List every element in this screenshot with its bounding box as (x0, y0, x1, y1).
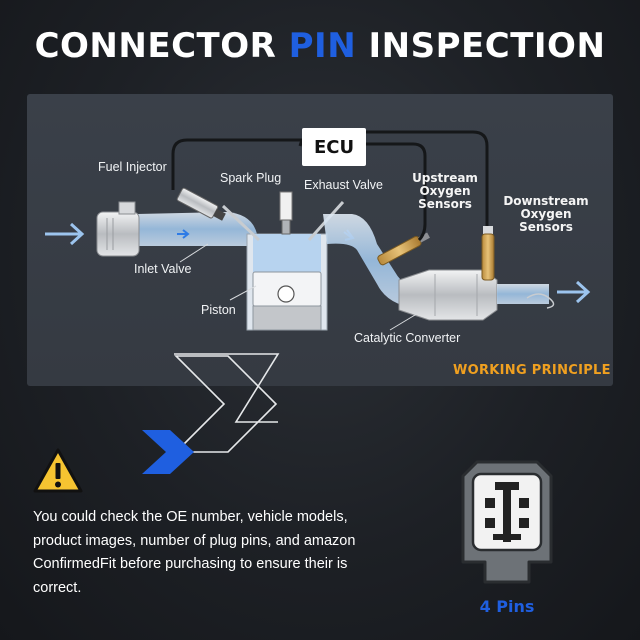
spark-plug (279, 191, 293, 235)
label-catalytic-converter: Catalytic Converter (354, 331, 461, 345)
notice-text: You could check the OE number, vehicle m… (33, 509, 356, 596)
label-downstream-line1: Downstream (503, 194, 589, 208)
catalytic-converter-shape (398, 269, 498, 321)
sensor-wires (171, 130, 489, 242)
engine-diagram (45, 130, 591, 331)
chevron-outline-shape (174, 355, 278, 453)
pin-count-label: 4 Pins (479, 597, 535, 616)
label-downstream-oxygen-sensors: Downstream Oxygen Sensors (494, 195, 598, 234)
label-exhaust-valve: Exhaust Valve (304, 178, 383, 192)
warning-icon (33, 448, 83, 493)
label-inlet-valve: Inlet Valve (134, 262, 192, 276)
title-part1: CONNECTOR (34, 26, 289, 66)
label-fuel-injector: Fuel Injector (98, 160, 167, 174)
title-accent: PIN (288, 26, 357, 66)
connector-plug-icon (461, 460, 553, 584)
working-principle-label: WORKING PRINCIPLE (453, 363, 611, 378)
ecu-box: ECU (302, 128, 366, 166)
downstream-oxygen-sensor (481, 226, 495, 281)
label-upstream-line1: Upstream (412, 171, 478, 185)
label-upstream-line2: Oxygen Sensors (418, 184, 472, 211)
title-part2: INSPECTION (356, 26, 606, 66)
chevron-decoration (142, 353, 280, 474)
airflow-out-arrow (557, 280, 591, 304)
fuel-injector (176, 187, 226, 221)
label-upstream-oxygen-sensors: Upstream Oxygen Sensors (393, 172, 497, 211)
airflow-in-arrow (45, 222, 85, 246)
label-spark-plug: Spark Plug (220, 171, 282, 185)
exhaust-smoke (526, 293, 555, 309)
tail-pipe (497, 284, 549, 304)
page-title: CONNECTOR PIN INSPECTION (0, 26, 640, 66)
label-downstream-line2: Oxygen Sensors (519, 207, 573, 234)
inlet-valve (221, 204, 261, 242)
chevron-outline-icon (174, 353, 280, 423)
engine-cylinder (246, 233, 328, 331)
air-intake-sensor (96, 201, 140, 257)
label-piston: Piston (201, 303, 236, 317)
chevron-blue-icon (142, 430, 194, 474)
intake-pipe (137, 212, 259, 246)
